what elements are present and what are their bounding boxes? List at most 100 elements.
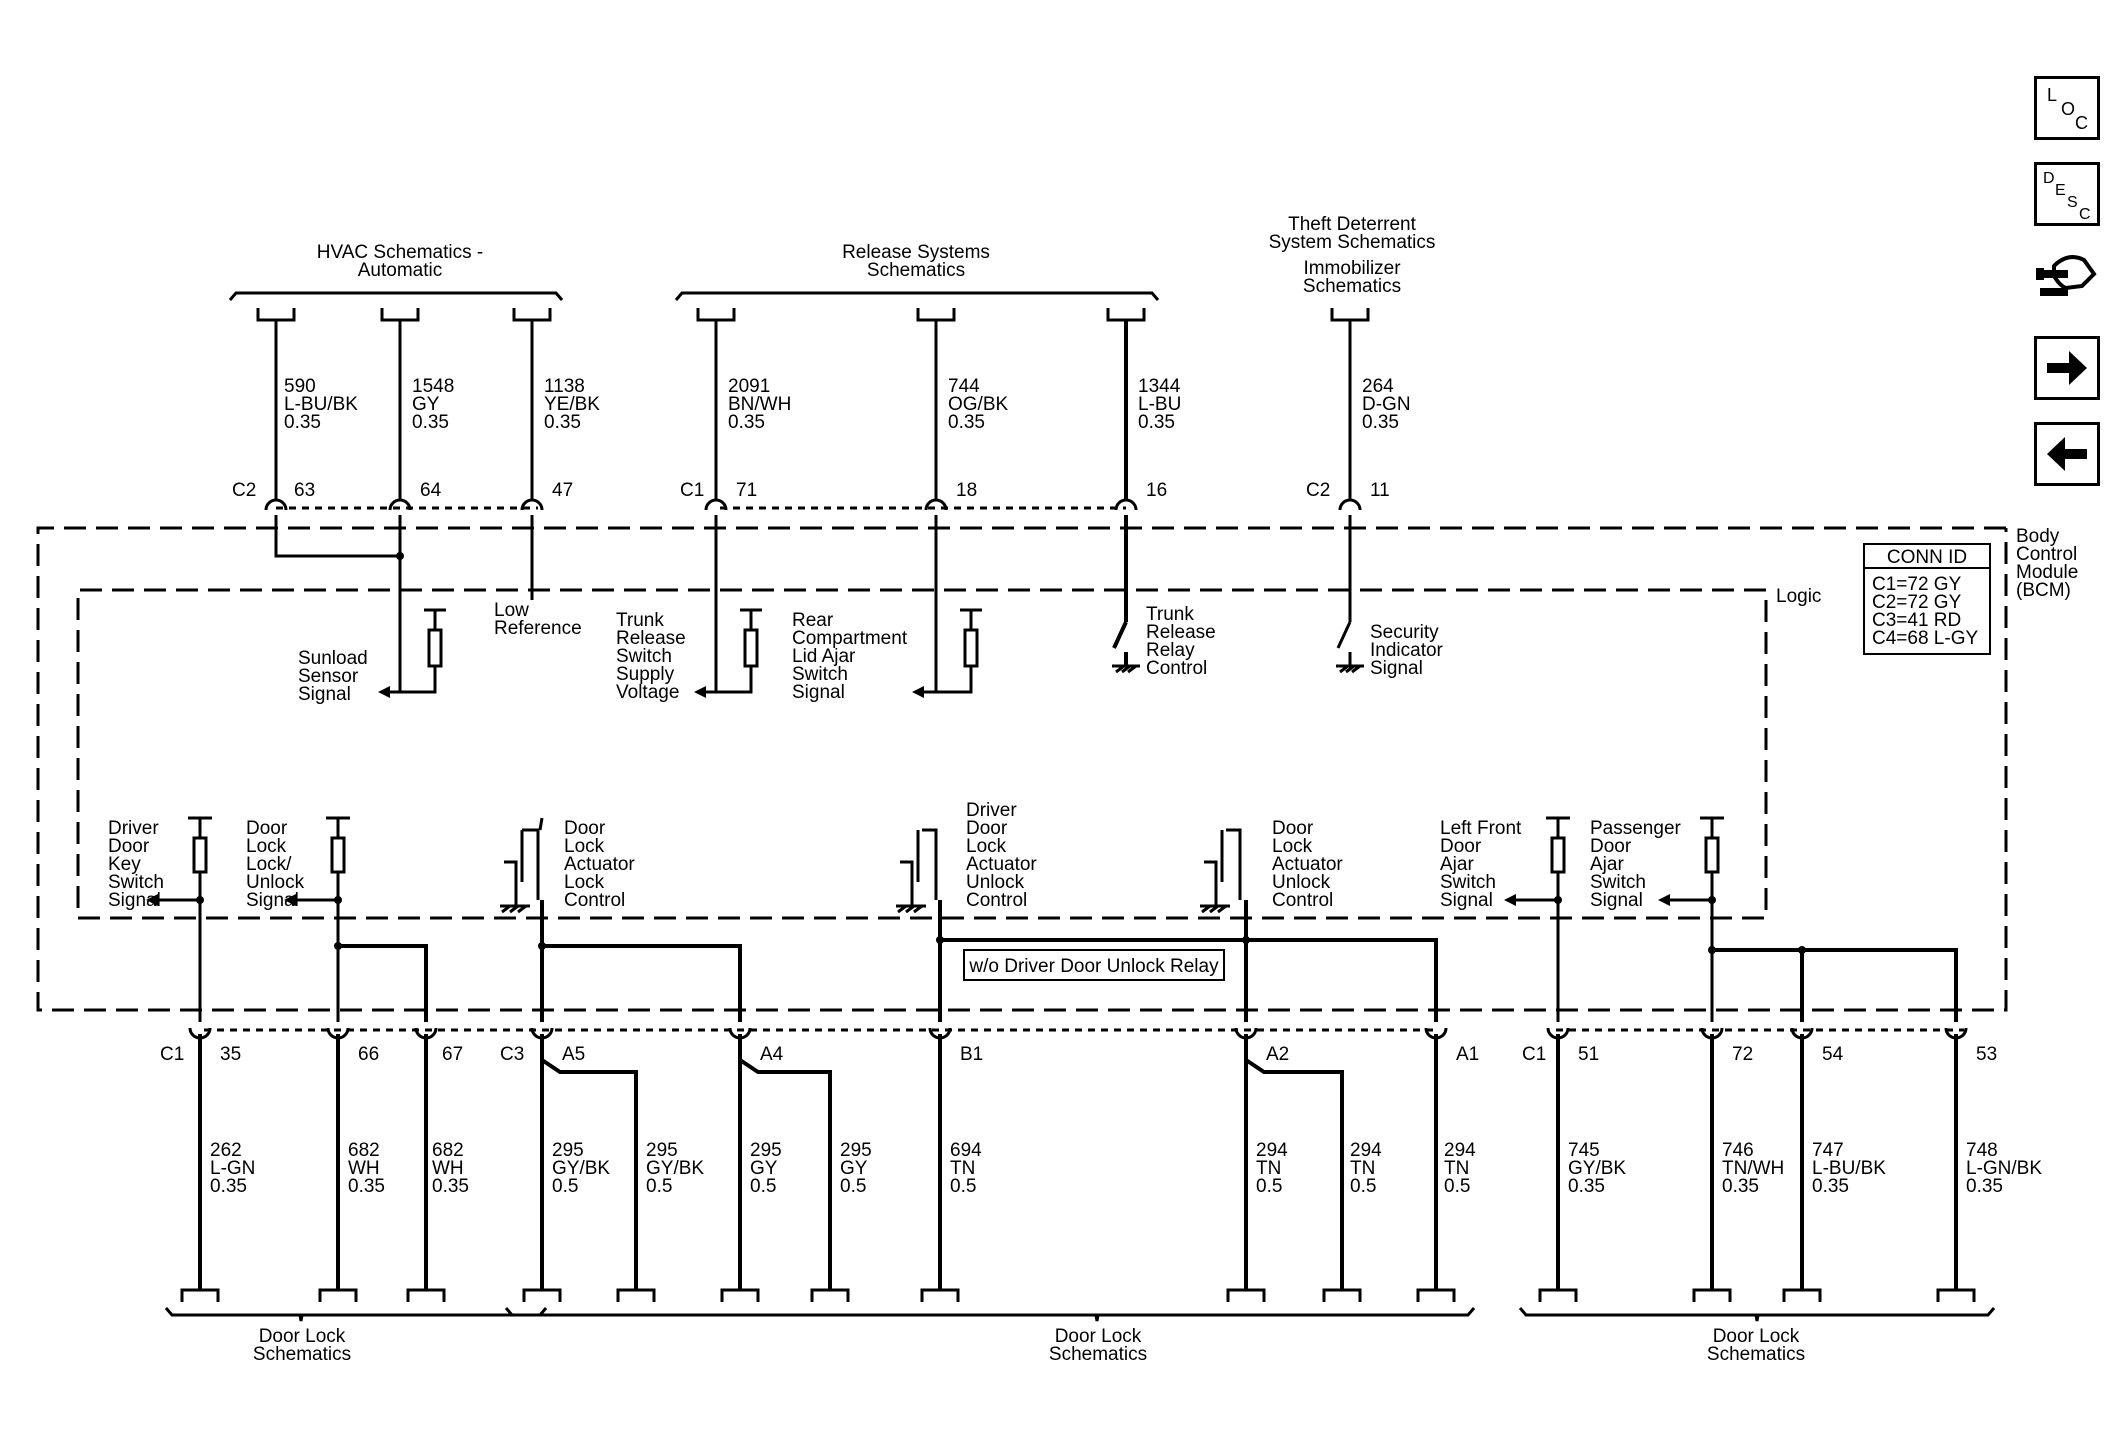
release-header-2: Schematics	[867, 260, 965, 281]
low-reference-label: Low Reference	[494, 600, 582, 639]
svg-text:Switch: Switch	[616, 646, 672, 667]
logic-boundary	[76, 588, 1768, 920]
svg-text:D-GN: D-GN	[1362, 394, 1411, 415]
svg-text:Sunload: Sunload	[298, 648, 368, 669]
svg-text:Door: Door	[108, 836, 150, 857]
loc-button[interactable]: L O C	[2034, 76, 2100, 140]
svg-text:Unlock: Unlock	[246, 872, 305, 893]
svg-text:L-BU: L-BU	[1138, 394, 1181, 415]
conn-id-table: CONN ID C1=72 GY C2=72 GY C3=41 RD C4=68…	[1863, 543, 1991, 655]
svg-text:GY: GY	[840, 1158, 868, 1179]
release-header-1: Release Systems	[842, 242, 990, 263]
bottom-pin: A4	[760, 1044, 784, 1065]
svg-text:694: 694	[950, 1140, 982, 1161]
svg-text:Control: Control	[1272, 890, 1333, 911]
svg-text:295: 295	[840, 1140, 872, 1161]
bottom-pin: 66	[358, 1044, 379, 1065]
svg-text:Voltage: Voltage	[616, 682, 679, 703]
immobilizer-header-2: Schematics	[1303, 276, 1401, 297]
svg-text:Supply: Supply	[616, 664, 675, 685]
svg-text:0.35: 0.35	[1138, 412, 1175, 433]
svg-text:0.5: 0.5	[750, 1176, 776, 1197]
driver-key-label: Driver Door Key Switch Signal	[108, 818, 164, 911]
svg-text:C1=72 GY: C1=72 GY	[1872, 574, 1962, 595]
svg-text:Switch: Switch	[1440, 872, 1496, 893]
svg-text:Driver: Driver	[108, 818, 159, 839]
svg-text:262: 262	[210, 1140, 242, 1161]
svg-text:Passenger: Passenger	[1590, 818, 1682, 839]
svg-text:Ajar: Ajar	[1590, 854, 1624, 875]
bottom-pin: 54	[1822, 1044, 1844, 1065]
svg-text:Lid Ajar: Lid Ajar	[792, 646, 856, 667]
svg-text:Trunk: Trunk	[616, 610, 664, 631]
svg-text:GY/BK: GY/BK	[646, 1158, 704, 1179]
svg-text:C3=41 RD: C3=41 RD	[1872, 610, 1961, 631]
unlock-control-label: Door Lock Actuator Unlock Control	[1272, 818, 1343, 911]
svg-text:Door: Door	[1272, 818, 1314, 839]
svg-text:C2=72 GY: C2=72 GY	[1872, 592, 1962, 613]
svg-text:Relay: Relay	[1146, 640, 1195, 661]
svg-text:Switch: Switch	[792, 664, 848, 685]
svg-text:0.35: 0.35	[1812, 1176, 1849, 1197]
svg-text:Switch: Switch	[108, 872, 164, 893]
svg-text:590: 590	[284, 376, 316, 397]
svg-text:Ajar: Ajar	[1440, 854, 1474, 875]
svg-text:Security: Security	[1370, 622, 1439, 643]
top-connector-hvac: C2	[232, 480, 256, 501]
svg-text:Door: Door	[246, 818, 288, 839]
svg-text:682: 682	[348, 1140, 380, 1161]
top-wire-labels: 590 L-BU/BK 0.35 1548 GY 0.35 1138 YE/BK…	[284, 376, 1411, 433]
svg-text:L: L	[2047, 85, 2057, 105]
svg-text:L-BU/BK: L-BU/BK	[1812, 1158, 1886, 1179]
svg-text:Lock: Lock	[564, 872, 605, 893]
top-connector-theft: C2	[1306, 480, 1330, 501]
svg-text:WH: WH	[432, 1158, 464, 1179]
door-lock-bracket-left-a	[164, 1307, 548, 1322]
svg-text:0.5: 0.5	[950, 1176, 976, 1197]
svg-text:WH: WH	[348, 1158, 380, 1179]
svg-text:Control: Control	[2016, 544, 2077, 565]
desc-button[interactable]: D E S C	[2034, 162, 2100, 226]
svg-text:0.35: 0.35	[1362, 412, 1399, 433]
svg-text:Door: Door	[966, 818, 1008, 839]
svg-text:E: E	[2055, 182, 2066, 199]
svg-text:GY/BK: GY/BK	[552, 1158, 610, 1179]
svg-text:745: 745	[1568, 1140, 1600, 1161]
svg-text:Lock: Lock	[564, 836, 605, 857]
svg-text:CONN ID: CONN ID	[1887, 547, 1967, 568]
svg-text:0.5: 0.5	[840, 1176, 866, 1197]
svg-text:L-GN: L-GN	[210, 1158, 255, 1179]
desc-icon: D E S C	[2043, 170, 2091, 223]
svg-text:Rear: Rear	[792, 610, 834, 631]
svg-text:Door: Door	[564, 818, 606, 839]
svg-text:Release: Release	[1146, 622, 1216, 643]
svg-text:C: C	[2079, 206, 2091, 223]
next-button[interactable]	[2034, 336, 2100, 400]
svg-text:748: 748	[1966, 1140, 1998, 1161]
svg-text:682: 682	[432, 1140, 464, 1161]
release-bracket	[674, 291, 1160, 301]
connector-view-button[interactable]	[2034, 246, 2100, 310]
svg-text:1138: 1138	[544, 376, 585, 397]
svg-text:747: 747	[1812, 1140, 1844, 1161]
svg-text:Indicator: Indicator	[1370, 640, 1444, 661]
svg-text:Lock/: Lock/	[246, 854, 292, 875]
hvac-header-1: HVAC Schematics -	[317, 242, 483, 263]
svg-text:1548: 1548	[412, 376, 454, 397]
trunk-relay-label: Trunk Release Relay Control	[1146, 604, 1216, 679]
svg-text:295: 295	[552, 1140, 584, 1161]
schematic-lines	[36, 291, 2008, 1322]
lock-control-label: Door Lock Actuator Lock Control	[564, 818, 635, 911]
svg-text:0.35: 0.35	[284, 412, 321, 433]
passenger-ajar-label: Passenger Door Ajar Switch Signal	[1590, 818, 1682, 911]
bottom-pin: B1	[960, 1044, 983, 1065]
svg-text:0.35: 0.35	[348, 1176, 385, 1197]
bottom-connector-right: C1	[1522, 1044, 1546, 1065]
svg-text:L-GN/BK: L-GN/BK	[1966, 1158, 2042, 1179]
svg-text:(BCM): (BCM)	[2016, 580, 2071, 601]
top-pin: 11	[1370, 480, 1390, 501]
svg-text:Reference: Reference	[494, 618, 582, 639]
previous-button[interactable]	[2034, 422, 2100, 486]
door-lock-right-header-1: Door Lock	[1713, 1326, 1800, 1347]
svg-text:Control: Control	[966, 890, 1027, 911]
